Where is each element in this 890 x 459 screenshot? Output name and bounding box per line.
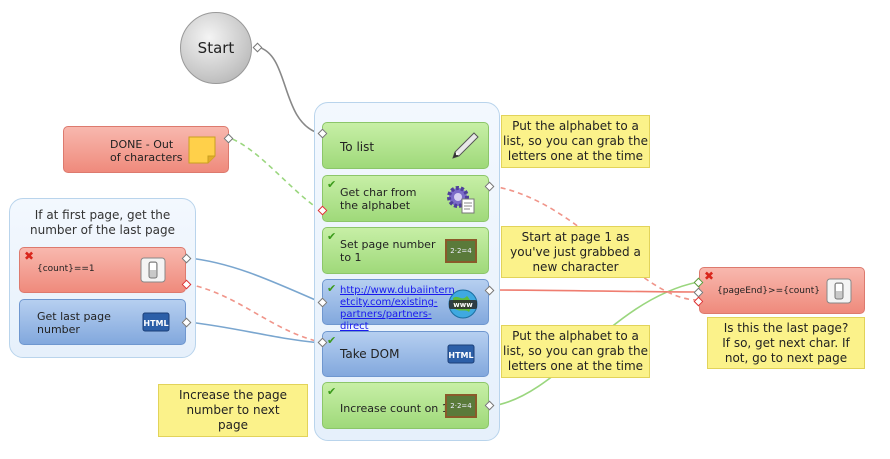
count-condition-label: {count}==1 <box>37 264 95 274</box>
chalkboard-icon: 2·2=4 <box>445 239 477 263</box>
note-last-page: Is this the last page? If so, get next c… <box>707 317 865 369</box>
switch-icon <box>826 278 852 304</box>
set-page-label: Set page number to 1 <box>340 238 436 264</box>
increase-count-node[interactable]: ✔ Increase count on 1 2·2=4 <box>322 382 489 429</box>
note-start-page: Start at page 1 as you've just grabbed a… <box>501 226 650 278</box>
pen-icon <box>452 132 479 159</box>
html-icon: HTML <box>447 344 475 364</box>
start-label: Start <box>197 39 235 57</box>
note-alphabet-list: Put the alphabet to a list, so you can g… <box>501 115 650 168</box>
done-node[interactable]: DONE - Out of characters <box>63 126 229 173</box>
svg-text:HTML: HTML <box>143 319 168 328</box>
check-icon: ✔ <box>327 334 337 347</box>
svg-text:2·2=4: 2·2=4 <box>450 247 472 255</box>
url-link-line1[interactable]: http://www.dubaiintern <box>340 285 455 296</box>
get-last-page-node[interactable]: Get last page number HTML <box>19 299 186 345</box>
start-node[interactable]: Start <box>180 12 252 84</box>
sticky-note-icon <box>188 136 216 164</box>
html-icon: HTML <box>142 312 170 332</box>
start-out-port[interactable] <box>252 42 263 53</box>
chalkboard-icon: 2·2=4 <box>445 394 477 418</box>
get-char-label: Get char from the alphabet <box>340 186 417 212</box>
get-char-node[interactable]: ✔ Get char from the alphabet <box>322 175 489 222</box>
take-dom-node[interactable]: ✔ Take DOM HTML <box>322 331 489 377</box>
count-condition-node[interactable]: ✖ {count}==1 <box>19 247 186 293</box>
take-dom-label: Take DOM <box>340 347 400 361</box>
page-end-condition-label: {pageEnd}>={count} <box>717 286 820 296</box>
first-page-group-title: If at first page, get the number of the … <box>30 208 175 237</box>
check-icon: ✔ <box>327 282 337 295</box>
page-end-condition-node[interactable]: ✖ {pageEnd}>={count} <box>699 267 865 314</box>
error-x-icon: ✖ <box>704 269 715 283</box>
url-node[interactable]: ✔ http://www.dubaiintern etcity.com/exis… <box>322 279 489 332</box>
to-list-node[interactable]: To list <box>322 122 489 169</box>
note-alphabet-list-2: Put the alphabet to a list, so you can g… <box>501 325 650 378</box>
switch-icon <box>140 257 166 283</box>
svg-text:HTML: HTML <box>448 351 473 360</box>
svg-text:2·2=4: 2·2=4 <box>450 402 472 410</box>
done-label: DONE - Out of characters <box>110 138 183 164</box>
set-page-node[interactable]: ✔ Set page number to 1 2·2=4 <box>322 227 489 274</box>
check-icon: ✔ <box>327 178 337 191</box>
error-x-icon: ✖ <box>24 249 35 263</box>
svg-text:www: www <box>453 301 473 309</box>
get-last-page-label: Get last page number <box>37 310 111 336</box>
note-increase-page: Increase the page number to next page <box>158 384 308 437</box>
www-globe-icon: www <box>448 289 478 319</box>
gear-doc-icon <box>447 186 475 214</box>
url-link-line2[interactable]: etcity.com/existing- <box>340 297 438 308</box>
url-link-line3[interactable]: partners/partners-direct <box>340 309 432 332</box>
check-icon: ✔ <box>327 230 337 243</box>
to-list-label: To list <box>340 140 375 154</box>
increase-count-label: Increase count on 1 <box>340 402 449 415</box>
check-icon: ✔ <box>327 385 337 398</box>
